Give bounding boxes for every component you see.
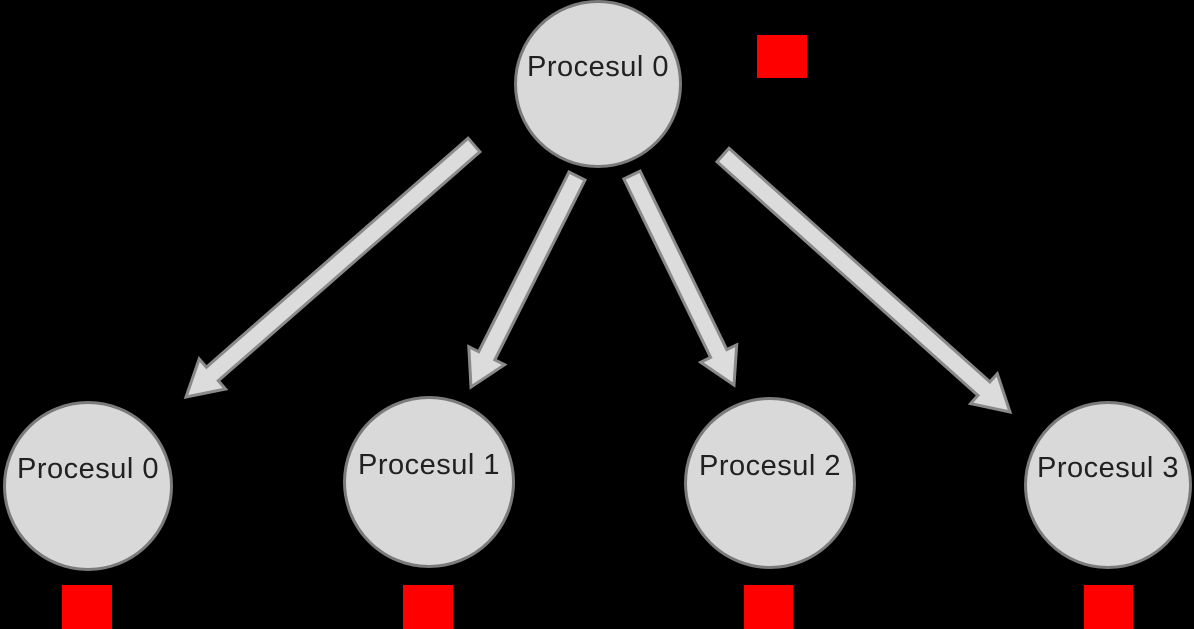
data-block-marker-2: [403, 585, 453, 629]
process-node-child-0: Procesul 0: [3, 401, 173, 571]
process-node-label: Procesul 2: [698, 449, 841, 482]
process-node-label: Procesul 0: [526, 50, 669, 83]
data-block-marker-4: [1084, 585, 1133, 629]
process-node-child-1: Procesul 1: [343, 396, 515, 568]
data-block-marker-0: [757, 35, 807, 78]
broadcast-arrow-2: [621, 169, 739, 388]
broadcast-arrow-1: [467, 169, 588, 390]
process-node-child-2: Procesul 2: [684, 397, 856, 569]
data-block-marker-3: [744, 585, 793, 629]
process-node-label: Procesul 0: [16, 452, 159, 485]
process-node-label: Procesul 1: [357, 448, 500, 481]
broadcast-arrow-3: [714, 146, 1013, 415]
process-node-root: Procesul 0: [514, 0, 682, 168]
data-block-marker-1: [62, 585, 112, 629]
process-node-child-3: Procesul 3: [1024, 401, 1192, 569]
process-node-label: Procesul 3: [1036, 451, 1179, 484]
broadcast-arrow-0: [183, 136, 483, 399]
